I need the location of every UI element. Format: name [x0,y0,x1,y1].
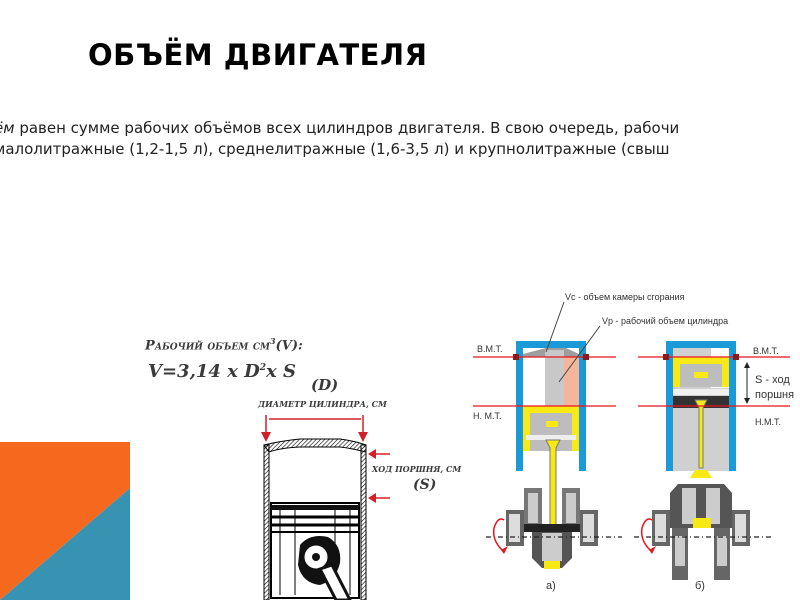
body-line-2: малолитражные (1,2-1,5 л), среднелитражн… [0,140,670,158]
diameter-caption: ДИАМЕТР ЦИЛИНДРА, СМ [258,399,387,409]
diameter-symbol: (D) [311,376,339,394]
tdc-label-right: В.М.Т. [753,346,779,356]
stroke-label-line1: S - ход [755,374,790,386]
page-title: ОБЪЁМ ДВИГАТЕЛЯ [88,38,428,72]
figure-caption-b: б) [695,580,705,592]
tdc-label-left: В.М.Т. [477,344,503,354]
stroke-caption: ХОД ПОРШНЯ, СМ [372,464,462,474]
cylinder-diagram-graphic [473,301,790,580]
combustion-chamber-label: Vc - объем камеры сгорания [565,292,685,302]
bdc-label-left: Н. М.Т. [473,411,502,421]
cylinder-diagram-figure: Vc - объем камеры сгорания Vp - рабочий … [466,288,800,600]
formula-label: Рабочий объем см3(V): [145,336,303,354]
formula-block: Рабочий объем см3(V): V=3,14 x D2x S [145,336,303,382]
cylinder-sketch-figure [261,415,390,600]
formula-equation: V=3,14 x D2x S [148,361,297,383]
stroke-label-line2: поршня [755,389,795,401]
body-line-1-italic: ём [0,119,15,137]
body-paragraph: ём равен сумме рабочих объёмов всех цили… [0,118,679,160]
figure-caption-a: а) [546,580,556,592]
bdc-label-right: Н.М.Т. [755,417,781,427]
working-volume-label: Vp - рабочий объем цилиндра [602,316,729,326]
stroke-symbol: (S) [413,477,437,493]
body-line-1: ём равен сумме рабочих объёмов всех цили… [0,118,679,139]
decorative-corner-shape [0,442,130,600]
body-line-1-text: равен сумме рабочих объёмов всех цилиндр… [14,119,680,137]
